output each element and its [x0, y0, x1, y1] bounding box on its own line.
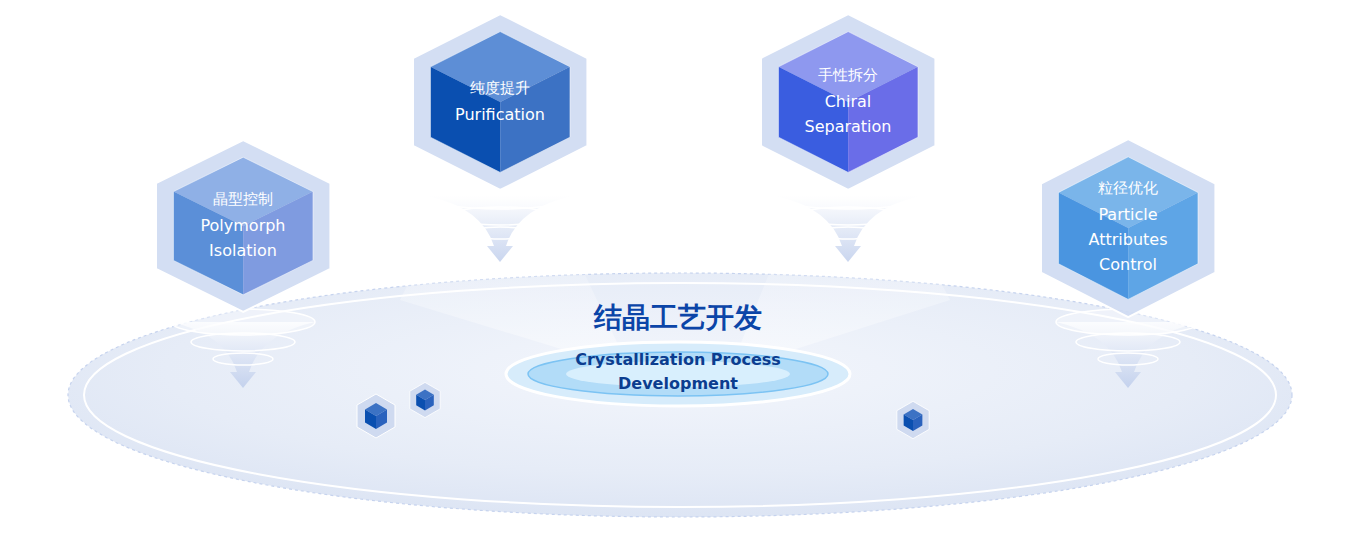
funnel-arrow — [428, 183, 572, 262]
node-label: Purification — [438, 102, 562, 127]
node-outline — [1041, 139, 1215, 317]
center-platform: 结晶工艺开发 Crystallization Process Developmen… — [478, 296, 878, 406]
node-content: 晶型控制 Polymorph Isolation — [156, 140, 330, 312]
node-label: Particle Attributes Control — [1066, 202, 1190, 277]
funnel-arrow — [776, 183, 920, 262]
node-heading: 晶型控制 — [213, 189, 273, 209]
node-outline — [413, 14, 587, 190]
hexagon-cube: 手性拆分 Chiral Separation — [761, 14, 935, 190]
node-heading: 纯度提升 — [470, 78, 530, 98]
cube-edge — [430, 32, 570, 173]
node-heading: 结晶工艺开发 — [594, 300, 762, 336]
glow-ellipse — [506, 342, 850, 406]
node-content: 粒径优化 Particle Attributes Control — [1041, 139, 1215, 317]
hexagon-frame — [413, 14, 587, 190]
platform-disc — [68, 273, 1292, 517]
funnel-arrow — [1056, 309, 1200, 388]
small-cube — [357, 394, 395, 438]
node-content: 结晶工艺开发 Crystallization Process Developmen… — [478, 296, 878, 406]
node-label: Polymorph Isolation — [181, 213, 305, 263]
node-label: Crystallization Process Development — [572, 348, 784, 396]
node-content: 纯度提升 Purification — [413, 14, 587, 190]
small-cube — [410, 382, 440, 417]
small-cube — [897, 401, 929, 438]
hexagon-cube: 粒径优化 Particle Attributes Control — [1041, 139, 1215, 317]
node-heading: 手性拆分 — [818, 65, 878, 85]
platform-rim — [84, 283, 1276, 507]
hexagon-frame — [1041, 139, 1215, 317]
hexagon-cube: 晶型控制 Polymorph Isolation — [156, 140, 330, 312]
funnel-arrow — [171, 309, 315, 388]
hexagon-frame — [156, 140, 330, 312]
node-heading: 粒径优化 — [1098, 178, 1158, 198]
cube-edge — [173, 157, 313, 295]
cube-edge — [1058, 157, 1198, 300]
hexagon-cube: 纯度提升 Purification — [413, 14, 587, 190]
node-content: 手性拆分 Chiral Separation — [761, 14, 935, 190]
hexagon-frame — [761, 14, 935, 190]
node-label: Chiral Separation — [786, 89, 910, 139]
cube-edge — [778, 32, 918, 173]
